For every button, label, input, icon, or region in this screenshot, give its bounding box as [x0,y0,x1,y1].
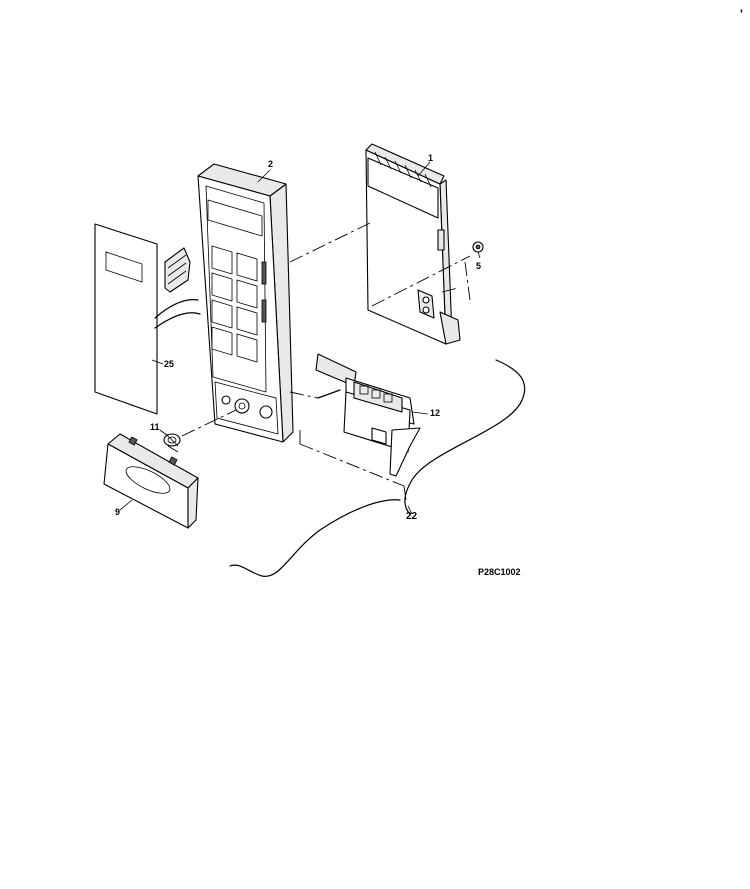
screw-part-5 [472,241,484,253]
assembly-lines [167,221,471,501]
callout-leaders [119,161,481,515]
callout-part-5: 5 [476,261,482,271]
corner-mark: ' [740,7,743,21]
callout-part-9: 9 [115,507,121,517]
wire-harness-part-22 [229,359,526,577]
overlay-sheet-part-25 [94,223,201,415]
callout-part-12: 12 [430,408,441,418]
drawing-code: P28C1002 [478,567,521,577]
callout-part-22: 22 [406,511,418,522]
control-panel-part-2 [197,163,294,443]
shaft-part-11 [163,433,181,447]
callout-part-25: 25 [164,359,175,369]
callout-part-1: 1 [428,153,434,163]
callout-part-11: 11 [150,422,160,432]
control-board-part-1 [365,143,461,345]
callout-part-2: 2 [268,159,274,169]
button-housing-part-9 [103,433,199,529]
bracket-part-12 [315,353,421,477]
